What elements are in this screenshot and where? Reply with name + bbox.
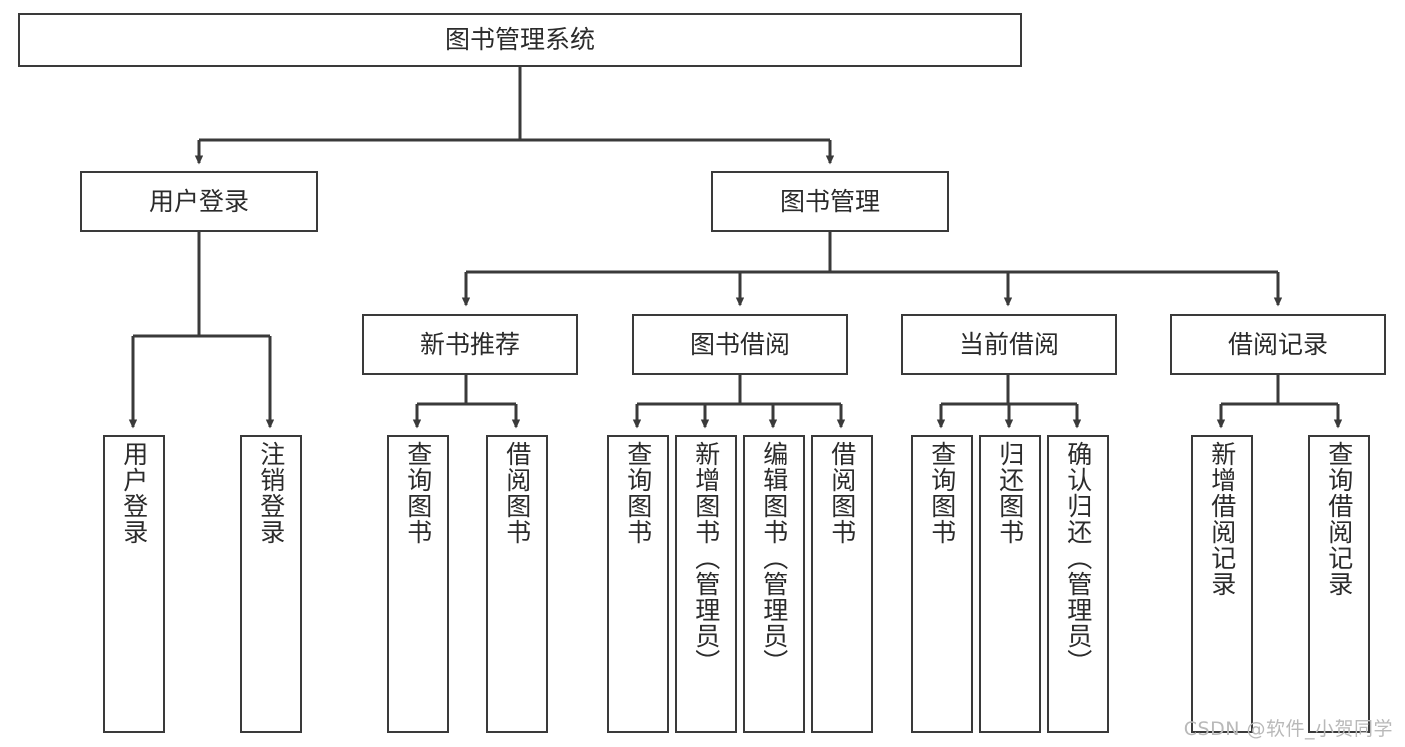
leaf-confirm-return-admin[interactable]: 确认归还（管理员） xyxy=(1047,435,1109,733)
node-label: 查询图书 xyxy=(403,441,433,545)
node-user-login[interactable]: 用户登录 xyxy=(80,171,318,232)
leaf-edit-book-admin[interactable]: 编辑图书（管理员） xyxy=(743,435,805,733)
node-label: 新增借阅记录 xyxy=(1207,441,1237,597)
leaf-return-books[interactable]: 归还图书 xyxy=(979,435,1041,733)
node-label: 图书借阅 xyxy=(689,329,790,359)
node-label: 借阅记录 xyxy=(1227,329,1328,359)
leaf-query-borrow-record[interactable]: 查询借阅记录 xyxy=(1308,435,1370,733)
node-new-book-recommend[interactable]: 新书推荐 xyxy=(362,314,578,375)
node-label: 用户登录 xyxy=(119,441,149,545)
edges-newbook-to-leaves xyxy=(412,375,521,429)
node-label: 图书管理系统 xyxy=(444,25,595,55)
leaf-borrow-books-borrow[interactable]: 借阅图书 xyxy=(811,435,873,733)
leaf-user-login[interactable]: 用户登录 xyxy=(103,435,165,733)
node-label: 注销登录 xyxy=(256,441,286,545)
node-label: 新书推荐 xyxy=(419,329,520,359)
node-label: 查询借阅记录 xyxy=(1324,441,1354,597)
node-label: 用户登录 xyxy=(148,186,249,216)
node-label: 借阅图书 xyxy=(827,441,857,545)
edges-records-to-leaves xyxy=(1216,375,1343,429)
edges-current-to-leaves xyxy=(936,375,1082,429)
watermark-text: CSDN @软件_小贺同学 xyxy=(1183,718,1393,740)
node-label: 新增图书（管理员） xyxy=(691,441,721,675)
edges-bookmgmt-to-level3 xyxy=(461,232,1283,307)
node-book-management[interactable]: 图书管理 xyxy=(711,171,949,232)
node-borrow-records[interactable]: 借阅记录 xyxy=(1170,314,1386,375)
node-label: 图书管理 xyxy=(779,186,880,216)
node-label: 归还图书 xyxy=(995,441,1025,545)
edges-borrow-to-leaves xyxy=(632,375,846,429)
leaf-query-books-borrow[interactable]: 查询图书 xyxy=(607,435,669,733)
leaf-borrow-books-newbook[interactable]: 借阅图书 xyxy=(486,435,548,733)
node-current-borrow[interactable]: 当前借阅 xyxy=(901,314,1117,375)
leaf-add-borrow-record[interactable]: 新增借阅记录 xyxy=(1191,435,1253,733)
leaf-query-books-newbook[interactable]: 查询图书 xyxy=(387,435,449,733)
node-label: 查询图书 xyxy=(927,441,957,545)
leaf-logout[interactable]: 注销登录 xyxy=(240,435,302,733)
leaf-add-book-admin[interactable]: 新增图书（管理员） xyxy=(675,435,737,733)
node-label: 当前借阅 xyxy=(958,329,1059,359)
node-label: 查询图书 xyxy=(623,441,653,545)
edges-userlogin-to-leaves xyxy=(128,232,275,429)
leaf-query-books-current[interactable]: 查询图书 xyxy=(911,435,973,733)
node-label: 确认归还（管理员） xyxy=(1063,441,1093,675)
node-label: 借阅图书 xyxy=(502,441,532,545)
node-book-borrow[interactable]: 图书借阅 xyxy=(632,314,848,375)
node-root-library-system[interactable]: 图书管理系统 xyxy=(18,13,1022,67)
edges-root-to-level2 xyxy=(194,67,835,165)
node-label: 编辑图书（管理员） xyxy=(759,441,789,675)
